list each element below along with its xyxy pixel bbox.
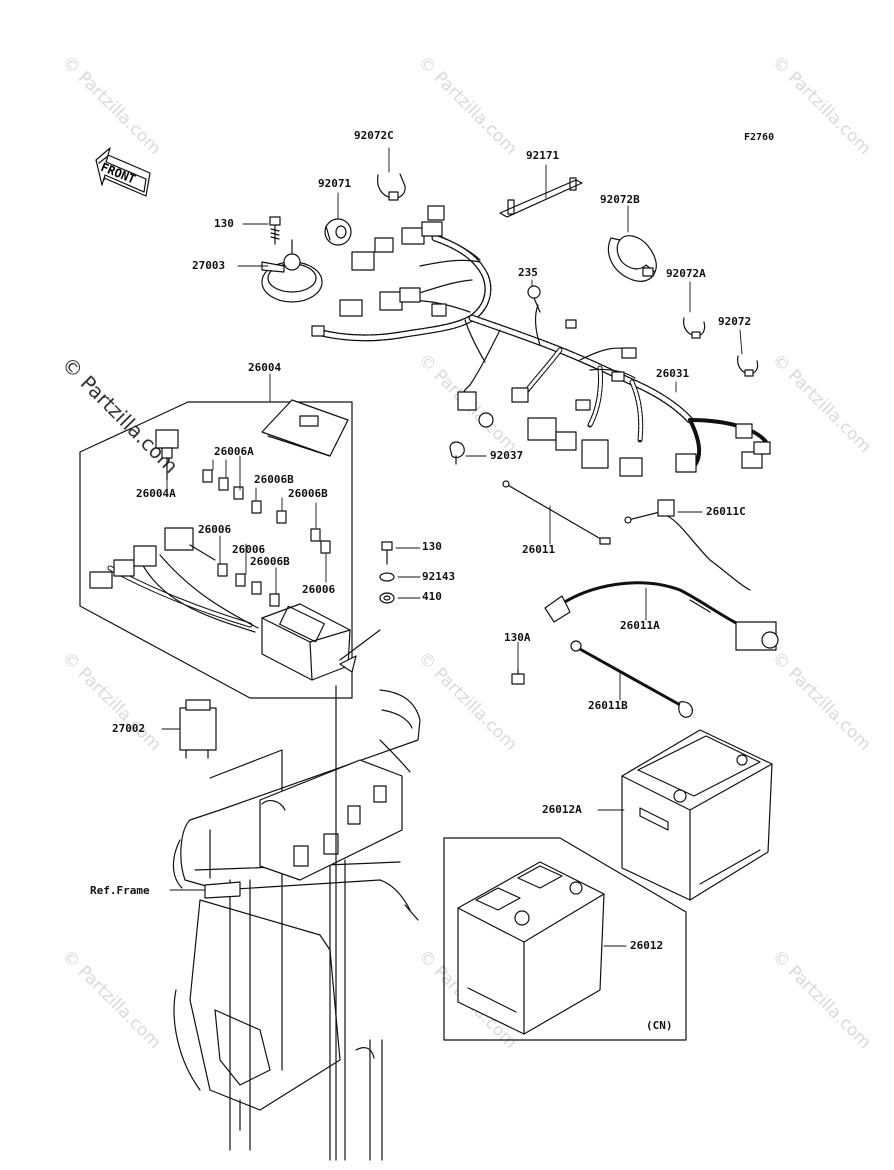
nut-410-part	[379, 592, 395, 604]
battery-box-outline	[443, 837, 687, 1041]
part-label-130-lower[interactable]: 130	[422, 540, 442, 553]
washer-92143-part	[379, 572, 395, 582]
clamp-92072a-part	[683, 317, 706, 339]
lead-26011c-part	[624, 499, 751, 591]
ref-frame-label[interactable]: Ref.Frame	[90, 884, 150, 897]
part-label-130[interactable]: 130	[214, 217, 234, 230]
part-label-27002[interactable]: 27002	[112, 722, 146, 735]
cable-26011b-part	[570, 640, 693, 718]
part-label-92143[interactable]: 92143	[422, 570, 456, 583]
clamp-92072-part	[737, 355, 759, 377]
part-label-92072b[interactable]: 92072B	[600, 193, 640, 206]
frame-reference-part	[172, 689, 421, 1161]
part-label-26012[interactable]: 26012	[630, 939, 664, 952]
fuse-box-assembly-outline	[79, 401, 353, 699]
part-label-92072c[interactable]: 92072C	[354, 129, 394, 142]
part-label-26006[interactable]: 26006	[302, 583, 336, 596]
part-label-130a[interactable]: 130A	[504, 631, 531, 644]
part-label-26006b[interactable]: 26006B	[254, 473, 294, 486]
clip-92037-part	[449, 441, 465, 465]
part-label-26012a[interactable]: 26012A	[542, 803, 582, 816]
part-label-27003[interactable]: 27003	[192, 259, 226, 272]
part-label-410[interactable]: 410	[422, 590, 442, 603]
part-label-92171[interactable]: 92171	[526, 149, 560, 162]
bolt-235-part	[527, 285, 541, 313]
part-label-235[interactable]: 235	[518, 266, 538, 279]
part-label-26011b[interactable]: 26011B	[588, 699, 628, 712]
lead-26011-part	[502, 480, 611, 545]
part-label-26004a[interactable]: 26004A	[136, 487, 176, 500]
part-label-92071[interactable]: 92071	[318, 177, 352, 190]
fuse-26006b-part	[251, 500, 331, 554]
part-label-26006b[interactable]: 26006B	[250, 555, 290, 568]
part-label-26031[interactable]: 26031	[656, 367, 690, 380]
wiring-harness-26031-part	[311, 205, 771, 477]
part-label-26011a[interactable]: 26011A	[620, 619, 660, 632]
part-label-26006[interactable]: 26006	[232, 543, 266, 556]
part-label-26011c[interactable]: 26011C	[706, 505, 746, 518]
part-label-26011[interactable]: 26011	[522, 543, 556, 556]
fuse-box-26004-part	[89, 527, 357, 681]
part-label-26006a[interactable]: 26006A	[214, 445, 254, 458]
battery-26012-part	[457, 861, 605, 1035]
part-label-26006b[interactable]: 26006B	[288, 487, 328, 500]
fuse-box-cover-part	[261, 399, 349, 457]
front-arrow-icon	[95, 147, 151, 197]
part-label-26004[interactable]: 26004	[248, 361, 282, 374]
relay-26004a-part	[155, 429, 179, 481]
part-label-92037[interactable]: 92037	[490, 449, 524, 462]
band-92072b-part	[607, 235, 657, 282]
horn-27003-part	[261, 239, 323, 303]
grommet-92071-part	[324, 218, 352, 246]
part-label-92072a[interactable]: 92072A	[666, 267, 706, 280]
figure-code: F2760	[744, 132, 775, 143]
battery-26012a-part	[621, 729, 773, 901]
fuse-26006a-part	[202, 469, 244, 500]
part-label-26006[interactable]: 26006	[198, 523, 232, 536]
leader-lines	[161, 147, 743, 947]
fuse-26006-part	[217, 563, 280, 607]
cable-26011a-part	[544, 581, 779, 651]
bracket-92171-part	[499, 177, 583, 218]
relay-27002-part	[179, 699, 217, 759]
part-label-92072[interactable]: 92072	[718, 315, 752, 328]
bolt-130-part	[269, 216, 281, 245]
bolt-130-lower-part	[381, 541, 393, 565]
clamp-92072c-part	[377, 173, 406, 201]
cn-label: (CN)	[646, 1019, 673, 1032]
